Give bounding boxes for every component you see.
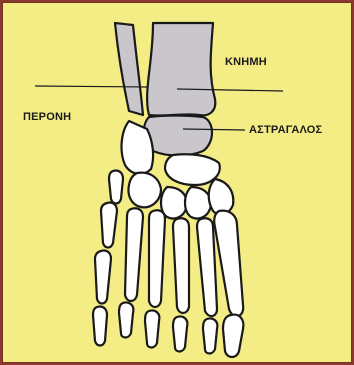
tibia-bone [147, 23, 215, 116]
phalanx-bone [223, 315, 243, 357]
metatarsal-bone [125, 208, 143, 301]
cuboid-bone [129, 173, 162, 208]
phalanx-bone [109, 170, 123, 203]
metatarsal-bone [149, 210, 165, 307]
fibula-bone [115, 23, 143, 115]
metatarsal-bone [173, 218, 189, 313]
phalanx-bone [173, 316, 187, 351]
navicular-bone [165, 154, 220, 185]
metatarsal-bone [214, 211, 243, 317]
phalanx-bone [203, 318, 217, 353]
diagram-frame: ΚΝΗΜΗ ΠΕΡΟΝΗ ΑΣΤΡΑΓΑΛΟΣ [2, 2, 352, 363]
phalanx-bone [95, 250, 111, 303]
talus-bone [144, 116, 212, 156]
tibia-label: ΚΝΗΜΗ [225, 56, 267, 68]
phalanx-bone [93, 306, 107, 345]
metatarsal-bone [197, 218, 217, 316]
talus-label: ΑΣΤΡΑΓΑΛΟΣ [249, 124, 322, 136]
cuneiform-bone [209, 179, 234, 214]
phalanx-bone [101, 202, 117, 247]
phalanx-bone [145, 310, 159, 347]
foot-skeleton-illustration [3, 3, 351, 362]
fibula-label: ΠΕΡΟΝΗ [23, 111, 71, 123]
phalanx-bone [119, 302, 133, 337]
cuneiform-bone [185, 187, 211, 219]
